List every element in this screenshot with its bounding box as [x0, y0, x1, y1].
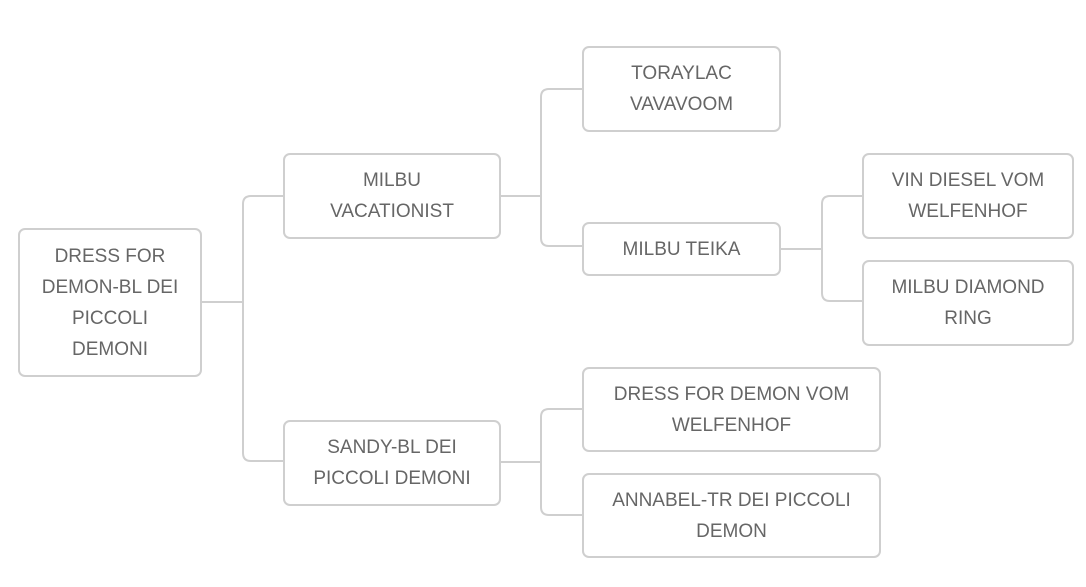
pedigree-node-dam-dam[interactable]: ANNABEL-TR DEI PICCOLI DEMON — [582, 473, 881, 558]
pedigree-node-subject[interactable]: DRESS FOR DEMON-BL DEI PICCOLI DEMONI — [18, 228, 202, 377]
pedigree-node-dam-sire[interactable]: DRESS FOR DEMON VOM WELFENHOF — [582, 367, 881, 452]
connector-root — [201, 195, 283, 462]
pedigree-node-sire-sire[interactable]: TORAYLAC VAVAVOOM — [582, 46, 781, 132]
pedigree-node-sire-dam[interactable]: MILBU TEIKA — [582, 222, 781, 276]
connector-sire — [500, 88, 582, 247]
pedigree-node-sire-dam-sire[interactable]: VIN DIESEL VOM WELFENHOF — [862, 153, 1074, 239]
connector-dam — [500, 408, 582, 516]
pedigree-node-dam[interactable]: SANDY-BL DEI PICCOLI DEMONI — [283, 420, 501, 506]
pedigree-node-sire-dam-dam[interactable]: MILBU DIAMOND RING — [862, 260, 1074, 346]
connector-sire-dam — [780, 195, 862, 302]
pedigree-node-sire[interactable]: MILBU VACATIONIST — [283, 153, 501, 239]
